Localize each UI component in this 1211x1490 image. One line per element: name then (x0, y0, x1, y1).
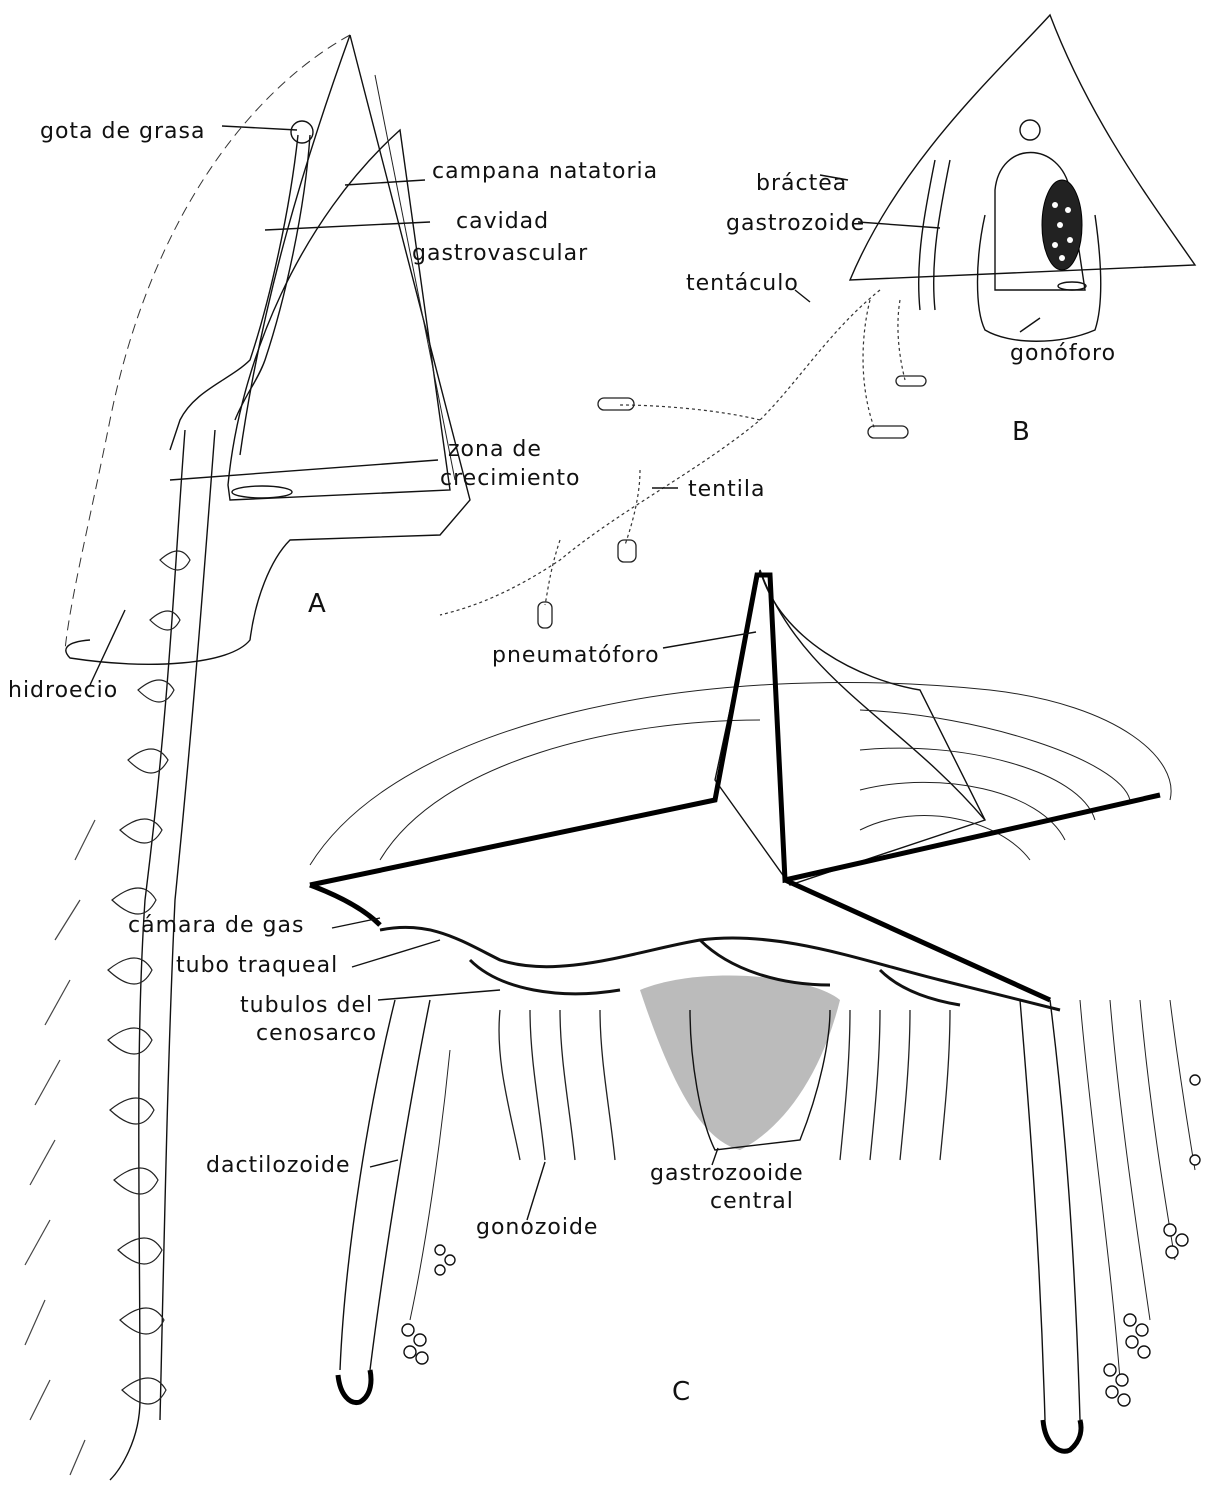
label-dactilozoide: dactilozoide (206, 1153, 350, 1178)
label-camara-de-gas: cámara de gas (128, 913, 304, 938)
label-gastrozooide: gastrozooide (650, 1161, 804, 1186)
label-tubulos-del: tubulos del (240, 993, 373, 1018)
label-gonozoide: gonozoide (476, 1215, 598, 1240)
label-campana-natatoria: campana natatoria (432, 159, 658, 184)
label-cavidad: cavidad (456, 209, 549, 234)
label-tubo-traqueal: tubo traqueal (176, 953, 338, 978)
panel-c-drawing (310, 570, 1200, 1451)
label-tentaculo: tentáculo (686, 271, 799, 296)
labels: gota de grasa campana natatoria cavidad … (8, 119, 1116, 1407)
label-bractea: bráctea (756, 171, 847, 196)
label-crecimiento: crecimiento (440, 466, 581, 491)
label-hidroecio: hidroecio (8, 678, 118, 703)
label-gota-de-grasa: gota de grasa (40, 119, 205, 144)
label-gastrovascular: gastrovascular (412, 241, 588, 266)
panel-a-drawing (25, 35, 470, 1480)
label-pneumatoforo: pneumatóforo (492, 643, 660, 668)
label-tentila: tentila (688, 477, 765, 502)
label-gastrozoide: gastrozoide (726, 211, 865, 236)
panel-label-a: A (308, 589, 326, 619)
panel-label-b: B (1012, 417, 1030, 447)
label-gonoforo: gonóforo (1010, 341, 1116, 366)
label-central: central (710, 1189, 794, 1214)
panel-b-drawing (440, 15, 1195, 628)
panel-label-c: C (672, 1377, 690, 1407)
label-cenosarco: cenosarco (256, 1021, 377, 1046)
leader-lines (90, 126, 1040, 1220)
label-zona-de: zona de (448, 437, 542, 462)
